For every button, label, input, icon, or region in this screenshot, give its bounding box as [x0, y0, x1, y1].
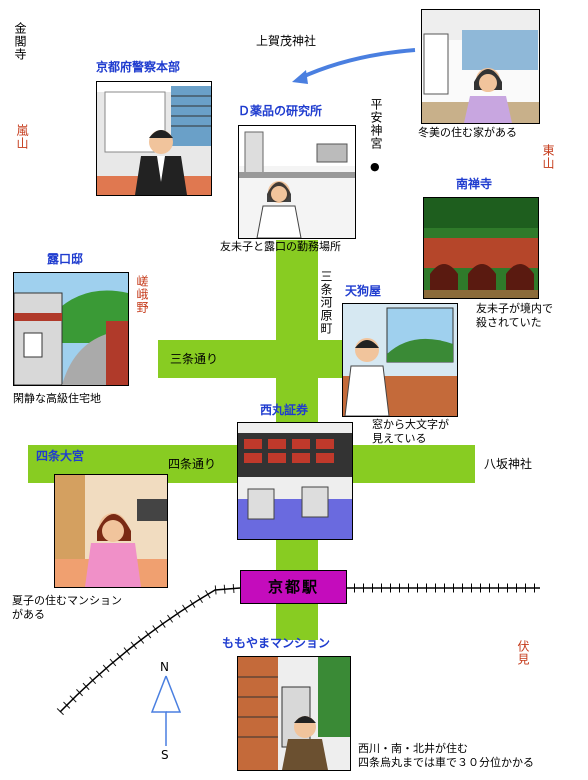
heian-dot: ● — [370, 160, 380, 173]
nanzenji-caption-2: 殺されていた — [476, 316, 542, 329]
sanjo-road-label: 三条通り — [170, 352, 219, 366]
tsuyuguchi-image — [13, 272, 129, 386]
tsuyuguchi-title: 露口邸 — [47, 252, 84, 266]
shijo-road-label: 四条通り — [168, 457, 217, 471]
nanzenji-image — [423, 197, 539, 299]
police-title: 京都府警察本部 — [96, 60, 181, 74]
tsuyuguchi-caption: 閑静な高級住宅地 — [13, 392, 101, 405]
momoyama-caption-2: 四条烏丸までは車で３０分位かかる — [358, 756, 534, 769]
d-lab-caption: 友未子と露口の勤務場所 — [220, 240, 341, 253]
shijo-omiya-caption-1: 夏子の住むマンション — [12, 594, 122, 607]
higashiyama-label: 東山 — [541, 144, 555, 170]
south-road — [276, 600, 318, 640]
fuyumi-house-image — [421, 9, 540, 124]
kinkakuji-label: 金閣寺 — [13, 22, 27, 61]
tenguya-caption-2: 見えている — [372, 432, 427, 445]
sagano-label: 嵯峨野 — [135, 275, 149, 314]
shijo-omiya-title: 四条大宮 — [36, 449, 85, 463]
yasaka-label: 八坂神社 — [484, 457, 533, 471]
nanzenji-title: 南禅寺 — [456, 177, 493, 191]
fuyumi-caption: 冬美の住む家がある — [418, 126, 517, 139]
shijo-omiya-caption-2: がある — [12, 608, 45, 621]
fushimi-label: 伏見 — [516, 640, 530, 666]
kamigamo-label: 上賀茂神社 — [256, 34, 317, 48]
heian-label: 平安神宮 — [369, 98, 383, 150]
arashiyama-label: 嵐山 — [15, 124, 29, 150]
d-lab-image — [238, 125, 356, 239]
nanzenji-caption-1: 友未子が境内で — [476, 302, 553, 315]
sanjo-kawaramachi-label: 三条河原町 — [319, 270, 333, 335]
momoyama-caption-1: 西川・南・北井が住む — [358, 742, 468, 755]
momoyama-image — [237, 656, 351, 771]
tenguya-title: 天狗屋 — [345, 284, 382, 298]
nishimaru-image — [237, 422, 353, 540]
sanjo-road — [158, 340, 356, 378]
police-image — [96, 81, 212, 196]
kyoto-station: 京都駅 — [240, 570, 347, 604]
compass-north: N — [160, 660, 169, 674]
momoyama-title: ももやまマンション — [222, 636, 331, 650]
shijo-omiya-image — [54, 474, 168, 588]
d-lab-title: Ｄ薬品の研究所 — [238, 104, 323, 118]
nishimaru-title: 西丸証券 — [260, 403, 309, 417]
tenguya-caption-1: 窓から大文字が — [372, 418, 449, 431]
compass-south: S — [161, 748, 169, 762]
tenguya-image — [342, 303, 458, 417]
